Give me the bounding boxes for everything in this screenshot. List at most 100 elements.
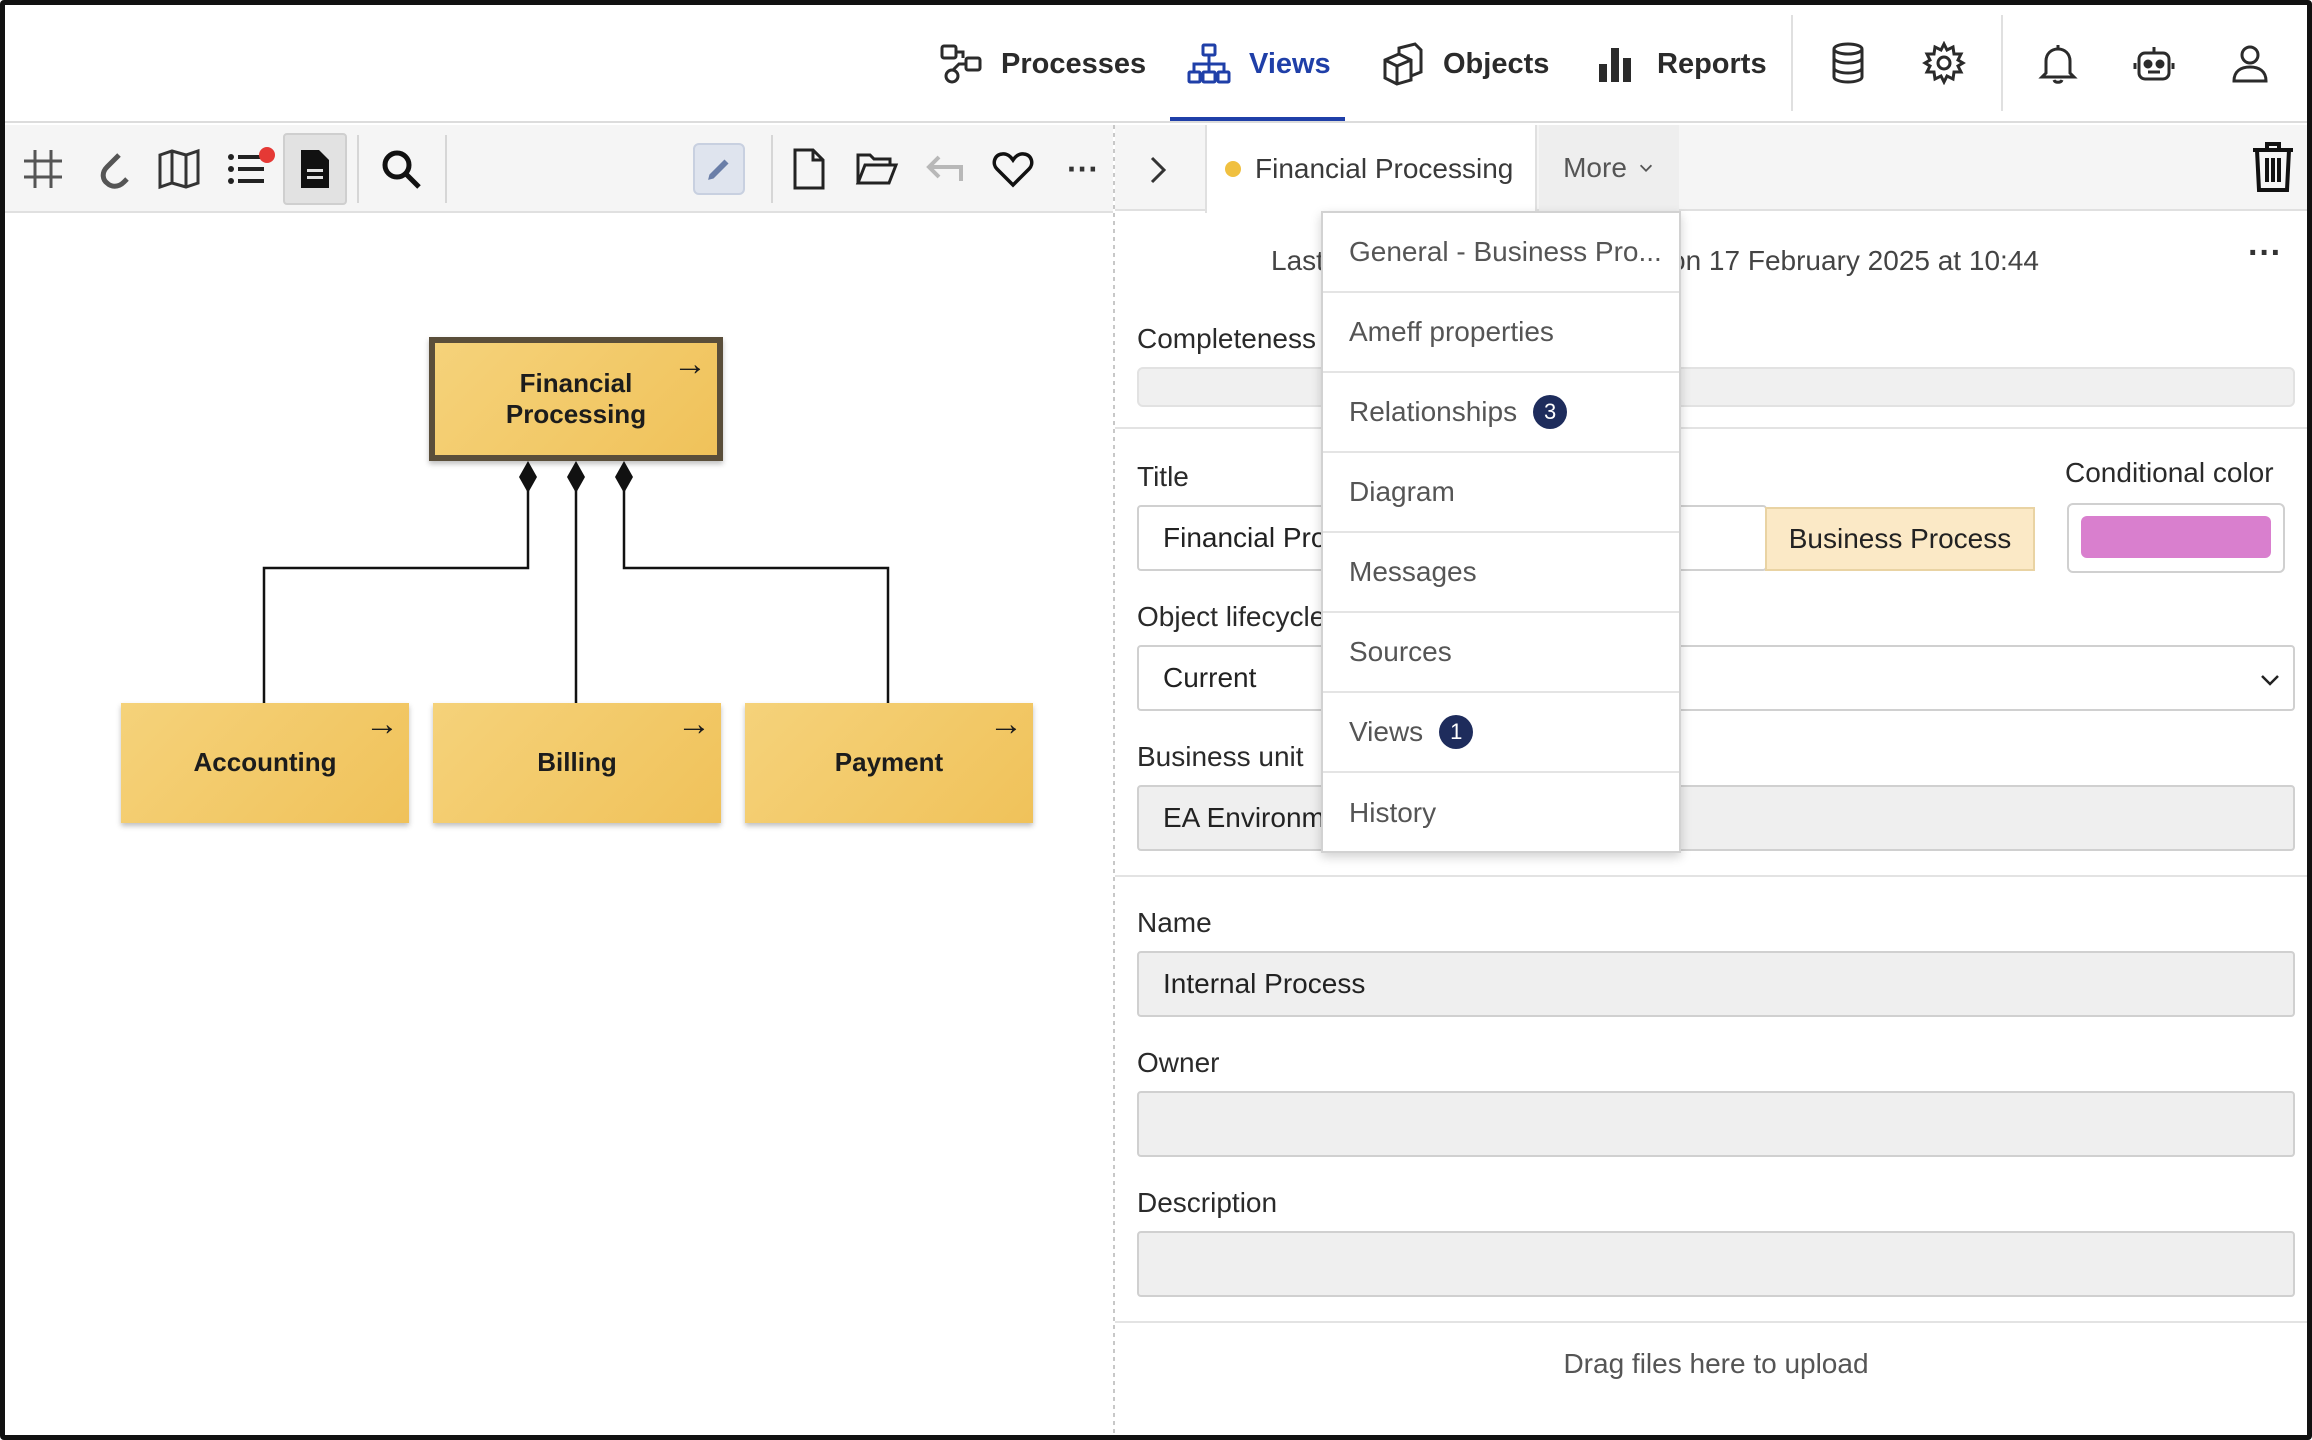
diagram-canvas[interactable]: Financial Processing → Accounting → Bill… (5, 215, 1113, 1435)
menu-item-diagram[interactable]: Diagram (1323, 453, 1679, 533)
search-icon (382, 150, 421, 189)
nav-processes-label: Processes (1001, 47, 1147, 80)
user-icon (2232, 45, 2268, 83)
name-field[interactable]: Internal Process (1137, 951, 2295, 1017)
notifications-button[interactable] (2033, 38, 2083, 88)
profile-button[interactable] (2225, 38, 2275, 88)
menu-item-label: General - Business Pro... (1349, 236, 1662, 267)
node-financial-processing[interactable]: Financial Processing → (429, 337, 723, 461)
favorite-button[interactable] (981, 133, 1045, 205)
last-modified-date: on 17 February 2025 at 10:44 (1670, 245, 2039, 276)
status-dot (1225, 161, 1241, 177)
upload-dropzone[interactable]: Drag files here to upload (1115, 1321, 2307, 1405)
menu-item-label: History (1349, 797, 1437, 828)
edit-button[interactable] (693, 143, 745, 195)
composition-diamond (615, 461, 633, 493)
trash-icon (2253, 142, 2293, 192)
snap-button[interactable] (79, 133, 143, 205)
active-nav-indicator (1170, 117, 1345, 121)
delete-button[interactable] (2245, 137, 2301, 197)
drilldown-arrow-icon[interactable]: → (989, 705, 1023, 743)
owner-field[interactable] (1137, 1091, 2295, 1157)
views-icon (1187, 43, 1231, 84)
more-icon: ··· (1067, 150, 1099, 187)
more-dropdown-menu: General - Business Pro... Ameff properti… (1321, 211, 1681, 853)
new-file-button[interactable] (777, 133, 841, 205)
more-toolbar-button[interactable]: ··· (1051, 133, 1115, 205)
description-field[interactable] (1137, 1231, 2295, 1297)
list-icon (228, 154, 264, 184)
drilldown-arrow-icon[interactable]: → (677, 705, 711, 743)
panel-splitter[interactable] (1113, 125, 1115, 1435)
menu-item-views[interactable]: Views 1 (1323, 693, 1679, 773)
map-button[interactable] (147, 133, 211, 205)
nav-views-label: Views (1249, 47, 1331, 80)
drilldown-arrow-icon[interactable]: → (673, 345, 707, 383)
nav-reports[interactable]: Reports (1595, 5, 1767, 123)
business-unit-field[interactable]: EA Environm (1137, 785, 2295, 851)
nav-separator (2001, 15, 2003, 111)
toolbar-separator (445, 135, 447, 203)
title-label: Title (1137, 461, 1189, 492)
settings-button[interactable] (1919, 38, 1969, 88)
processes-icon (940, 44, 982, 84)
more-dropdown-button[interactable]: More (1539, 125, 1679, 211)
lifecycle-select[interactable]: Current (1137, 645, 2295, 711)
composition-diamond (567, 461, 585, 493)
name-label: Name (1137, 907, 1212, 938)
nav-separator (1791, 15, 1793, 111)
completeness-label: Completeness (1137, 323, 1316, 354)
objects-icon (1383, 42, 1423, 86)
node-label: Accounting (193, 747, 337, 778)
edit-icon (708, 159, 729, 180)
panel-menu-button[interactable]: ··· (2248, 234, 2282, 272)
database-icon (1832, 42, 1864, 84)
tab-financial-processing[interactable]: Financial Processing (1205, 125, 1537, 213)
nav-processes[interactable]: Processes (939, 5, 1146, 123)
color-swatch (2081, 516, 2271, 558)
count-badge: 3 (1533, 395, 1568, 429)
properties-button[interactable] (283, 133, 347, 205)
list-button[interactable] (215, 133, 279, 205)
count-badge: 1 (1439, 715, 1474, 749)
undo-button[interactable] (913, 133, 977, 205)
menu-item-messages[interactable]: Messages (1323, 533, 1679, 613)
composition-diamond (519, 461, 537, 493)
grid-icon (24, 150, 62, 188)
menu-item-relationships[interactable]: Relationships 3 (1323, 373, 1679, 453)
type-badge: Business Process (1765, 507, 2035, 571)
node-payment[interactable]: Payment → (745, 703, 1033, 823)
node-billing[interactable]: Billing → (433, 703, 721, 823)
gear-icon (1922, 41, 1966, 85)
conditional-color-picker[interactable] (2067, 503, 2285, 573)
menu-item-sources[interactable]: Sources (1323, 613, 1679, 693)
connector-accounting (262, 477, 530, 703)
assistant-button[interactable] (2129, 38, 2179, 88)
node-label: Billing (537, 747, 617, 778)
nav-views[interactable]: Views (1187, 5, 1331, 123)
menu-item-general[interactable]: General - Business Pro... (1323, 213, 1679, 293)
search-button[interactable] (369, 133, 433, 205)
robot-icon (2133, 47, 2175, 81)
diagram-connectors (262, 461, 890, 703)
diagram-toolbar: ··· (5, 125, 1113, 213)
upload-text: Drag files here to upload (1563, 1348, 1869, 1379)
open-folder-button[interactable] (845, 133, 909, 205)
menu-item-label: Diagram (1349, 476, 1455, 507)
grid-button[interactable] (11, 133, 75, 205)
toolbar-separator (357, 135, 359, 203)
menu-item-history[interactable]: History (1323, 773, 1679, 853)
last-modified-prefix: Last (1271, 245, 1324, 276)
section-divider (1115, 875, 2307, 877)
map-icon (158, 148, 200, 190)
database-button[interactable] (1823, 38, 1873, 88)
nav-objects[interactable]: Objects (1381, 5, 1549, 123)
drilldown-arrow-icon[interactable]: → (365, 705, 399, 743)
lifecycle-label: Object lifecycle (1137, 601, 1326, 632)
undo-icon (926, 155, 963, 181)
menu-item-ameff-properties[interactable]: Ameff properties (1323, 293, 1679, 373)
node-accounting[interactable]: Accounting → (121, 703, 409, 823)
collapse-panel-button[interactable] (1133, 145, 1183, 195)
menu-item-label: Sources (1349, 636, 1452, 667)
